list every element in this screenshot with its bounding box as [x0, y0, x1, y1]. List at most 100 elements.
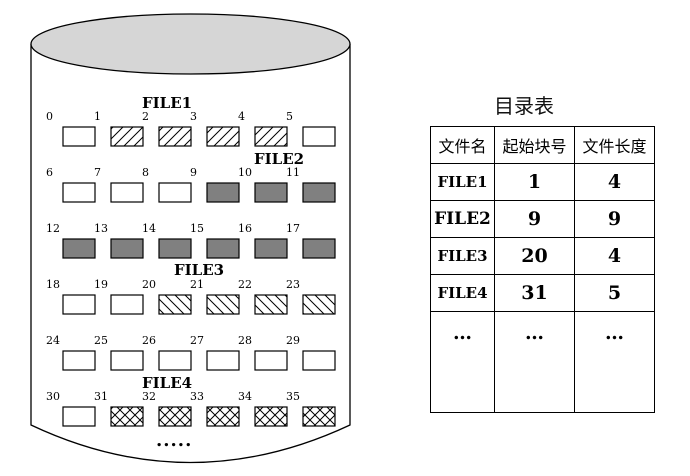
block-file4	[302, 406, 336, 427]
block-free	[110, 350, 144, 371]
block-number: 31	[94, 390, 108, 403]
block-number: 35	[286, 390, 300, 403]
block-file3	[254, 294, 288, 315]
block-number: 26	[142, 334, 156, 347]
block-number: 6	[46, 166, 53, 179]
block-number: 19	[94, 278, 108, 291]
cell-start: 1	[494, 163, 575, 201]
block-free	[302, 126, 336, 147]
block-number: 24	[46, 334, 60, 347]
block-number: 13	[94, 222, 108, 235]
block-number: 7	[94, 166, 101, 179]
block-free	[62, 294, 96, 315]
block-free	[62, 182, 96, 203]
block-number: 12	[46, 222, 60, 235]
block-number: 5	[286, 110, 293, 123]
cell-name: FILE3	[430, 237, 495, 275]
block-number: 20	[142, 278, 156, 291]
directory-table: 文件名 起始块号 文件长度 FILE1 1 4 FILE2 9 9 FILE3 …	[430, 126, 655, 413]
file3-label: FILE3	[174, 261, 224, 279]
block-number: 23	[286, 278, 300, 291]
block-file2	[254, 182, 288, 203]
block-free	[158, 350, 192, 371]
block-file2	[302, 238, 336, 259]
block-free	[206, 350, 240, 371]
disk-cylinder-top	[30, 13, 351, 75]
block-file2	[302, 182, 336, 203]
block-file3	[206, 294, 240, 315]
table-row: FILE4 31 5	[430, 274, 655, 312]
block-free	[62, 126, 96, 147]
block-number: 18	[46, 278, 60, 291]
block-number: 22	[238, 278, 252, 291]
block-number: 30	[46, 390, 60, 403]
table-row: FILE1 1 4	[430, 163, 655, 201]
block-number: 29	[286, 334, 300, 347]
block-number: 15	[190, 222, 204, 235]
block-free	[158, 182, 192, 203]
block-number: 21	[190, 278, 204, 291]
block-number: 33	[190, 390, 204, 403]
cell-start: 9	[494, 200, 575, 238]
table-row: FILE3 20 4	[430, 237, 655, 275]
file4-label: FILE4	[142, 374, 192, 392]
block-free	[110, 294, 144, 315]
block-file1	[206, 126, 240, 147]
block-number: 2	[142, 110, 149, 123]
directory-title: 目录表	[494, 94, 554, 118]
disk-ellipsis: .....	[156, 430, 192, 451]
block-file4	[110, 406, 144, 427]
block-number: 11	[286, 166, 300, 179]
block-number: 28	[238, 334, 252, 347]
block-file2	[254, 238, 288, 259]
file2-label: FILE2	[254, 150, 304, 168]
block-file2	[158, 238, 192, 259]
block-number: 8	[142, 166, 149, 179]
block-number: 0	[46, 110, 53, 123]
block-number: 25	[94, 334, 108, 347]
block-file4	[254, 406, 288, 427]
block-number: 16	[238, 222, 252, 235]
block-number: 32	[142, 390, 156, 403]
block-file2	[62, 238, 96, 259]
block-number: 9	[190, 166, 197, 179]
cell-length: 4	[574, 163, 655, 201]
table-row-ellipsis: … … …	[430, 311, 655, 413]
table-row: FILE2 9 9	[430, 200, 655, 238]
block-number: 34	[238, 390, 252, 403]
cell-ellipsis: …	[574, 311, 655, 413]
cell-start: 31	[494, 274, 575, 312]
block-number: 10	[238, 166, 252, 179]
cell-length: 9	[574, 200, 655, 238]
block-file3	[158, 294, 192, 315]
cell-ellipsis: …	[430, 311, 495, 413]
cell-name: FILE1	[430, 163, 495, 201]
block-free	[302, 350, 336, 371]
block-number: 1	[94, 110, 101, 123]
cell-length: 4	[574, 237, 655, 275]
block-file1	[158, 126, 192, 147]
block-number: 17	[286, 222, 300, 235]
block-file4	[158, 406, 192, 427]
block-number: 27	[190, 334, 204, 347]
header-start-block: 起始块号	[494, 126, 575, 164]
block-file3	[302, 294, 336, 315]
block-free	[254, 350, 288, 371]
directory-header-row: 文件名 起始块号 文件长度	[430, 126, 655, 164]
block-file4	[206, 406, 240, 427]
cell-start: 20	[494, 237, 575, 275]
cell-length: 5	[574, 274, 655, 312]
block-number: 14	[142, 222, 156, 235]
block-file2	[206, 238, 240, 259]
block-file1	[110, 126, 144, 147]
block-number: 3	[190, 110, 197, 123]
block-file2	[110, 238, 144, 259]
cell-name: FILE4	[430, 274, 495, 312]
header-file-length: 文件长度	[574, 126, 655, 164]
block-file2	[206, 182, 240, 203]
block-file1	[254, 126, 288, 147]
block-free	[110, 182, 144, 203]
cell-ellipsis: …	[494, 311, 575, 413]
cell-name: FILE2	[430, 200, 495, 238]
